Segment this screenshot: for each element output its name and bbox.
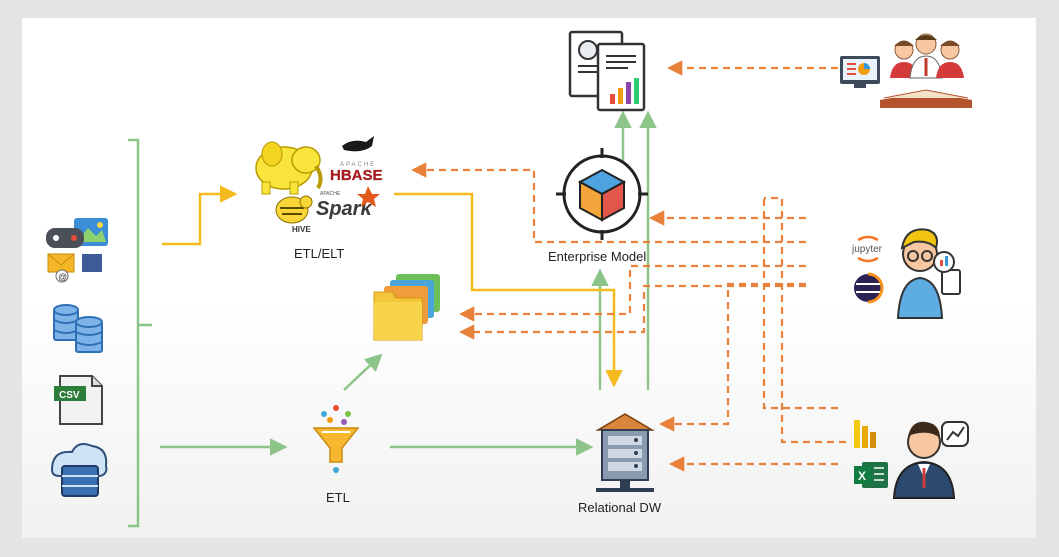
etl-elt-label: ETL/ELT: [294, 246, 344, 261]
etl-funnel-icon: [312, 405, 360, 473]
eclipse-logo: [854, 272, 884, 304]
arrow-model-to-etl-elt: [410, 162, 806, 244]
svg-text:Spark: Spark: [316, 198, 372, 220]
svg-text:HIVE: HIVE: [292, 225, 311, 234]
svg-text:@: @: [58, 272, 67, 282]
hadoop-elephant-icon: [255, 141, 323, 195]
svg-text:APACHE: APACHE: [340, 162, 376, 168]
arrow-scientist-to-dw: [658, 282, 806, 432]
cloud-database-icon: [50, 443, 108, 497]
etl-label: ETL: [326, 490, 350, 505]
svg-text:jupyter: jupyter: [851, 244, 883, 255]
spark-logo: APACHE Spark: [316, 186, 380, 220]
arrow-etl-elt-to-dw: [394, 192, 623, 388]
diagram-canvas: @ CSV APACHE HBASE APACHE Spark: [22, 18, 1036, 538]
folder-stack-icon: [373, 274, 440, 341]
hbase-logo: APACHE HBASE: [330, 136, 383, 184]
arrow-sources-to-etl-elt: [162, 185, 238, 246]
data-scientist-icon: [896, 228, 961, 319]
arrow-scientist-to-folder-2: [458, 284, 806, 340]
svg-text:APACHE: APACHE: [320, 191, 341, 197]
arrow-etl-to-folder: [343, 353, 383, 391]
relational-dw-icon: [595, 413, 655, 492]
jupyter-logo: jupyter: [851, 235, 883, 263]
multimedia-icon: @: [46, 218, 108, 283]
report-document-icon: [568, 30, 646, 112]
svg-text:HBASE: HBASE: [330, 167, 383, 184]
database-icon: [53, 304, 103, 353]
arrow-bi-to-folder: [762, 196, 838, 410]
sources-bracket: [128, 138, 152, 528]
svg-text:CSV: CSV: [59, 390, 80, 401]
enterprise-model-label: Enterprise Model: [548, 249, 646, 264]
svg-text:X: X: [858, 469, 866, 483]
analysts-group-icon: [840, 33, 972, 108]
csv-file-icon: CSV: [54, 375, 103, 425]
excel-icon: X: [854, 462, 888, 488]
hive-logo: HIVE: [275, 195, 313, 234]
relational-dw-label: Relational DW: [578, 500, 662, 515]
power-bi-icon: [854, 420, 876, 448]
arrow-bi-dashed-long: [764, 196, 846, 444]
business-user-icon: [892, 421, 969, 499]
cube-model-icon: [556, 148, 648, 240]
arrow-scientist-to-folder-1: [458, 264, 806, 322]
architecture-diagram: @ CSV APACHE HBASE APACHE Spark: [46, 30, 972, 528]
